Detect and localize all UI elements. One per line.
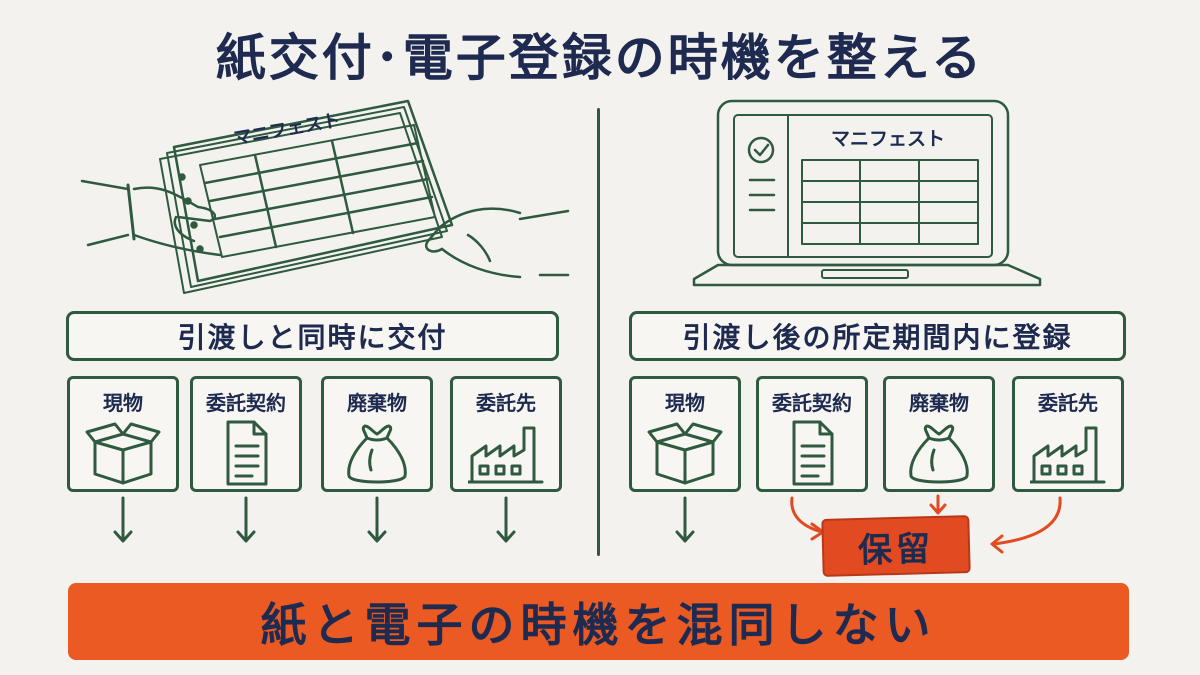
item-label: 委託先 bbox=[1038, 391, 1098, 415]
document-icon bbox=[226, 420, 268, 486]
left-item-contract: 委託契約 bbox=[190, 376, 302, 492]
down-arrow-icon bbox=[113, 496, 133, 543]
down-arrow-icon bbox=[496, 496, 516, 543]
page-title: 紙交付･電子登録の時機を整える bbox=[215, 29, 985, 87]
factory-icon bbox=[1030, 426, 1106, 484]
laptop-emanifest-illustration: マニフェスト bbox=[692, 99, 1042, 287]
right-item-contractor: 委託先 bbox=[1012, 376, 1124, 492]
item-label: 現物 bbox=[665, 391, 705, 415]
paper-manifest-label: マニフェスト bbox=[232, 110, 342, 149]
box-icon bbox=[85, 422, 161, 485]
left-item-goods: 現物 bbox=[67, 376, 179, 492]
box-icon bbox=[647, 422, 723, 485]
item-label: 委託先 bbox=[476, 391, 536, 415]
left-step-box: 引渡しと同時に交付 bbox=[66, 311, 559, 361]
item-label: 委託契約 bbox=[206, 391, 286, 415]
bottom-banner: 紙と電子の時機を混同しない bbox=[68, 583, 1129, 660]
down-arrow-icon bbox=[367, 496, 387, 543]
left-item-waste: 廃棄物 bbox=[321, 376, 433, 492]
item-label: 廃棄物 bbox=[347, 391, 407, 415]
paper-manifest-handover-illustration: マニフェスト bbox=[80, 99, 570, 294]
document-icon bbox=[792, 420, 834, 486]
center-divider bbox=[597, 108, 600, 556]
arrow-contract-to-hold bbox=[790, 496, 824, 534]
arrowhead bbox=[929, 503, 947, 515]
right-item-goods: 現物 bbox=[629, 376, 741, 492]
right-item-contract: 委託契約 bbox=[756, 376, 868, 492]
down-arrow-icon bbox=[675, 496, 695, 543]
item-label: 現物 bbox=[103, 391, 143, 415]
item-label: 廃棄物 bbox=[909, 391, 969, 415]
right-item-waste: 廃棄物 bbox=[883, 376, 995, 492]
factory-icon bbox=[468, 426, 544, 484]
arrow-contractor-to-hold bbox=[992, 496, 1062, 546]
left-item-contractor: 委託先 bbox=[450, 376, 562, 492]
down-arrow-icon bbox=[236, 496, 256, 543]
waste-bag-icon bbox=[347, 424, 407, 484]
right-step-box: 引渡し後の所定期間内に登録 bbox=[629, 311, 1126, 361]
hold-badge: 保留 bbox=[821, 515, 971, 577]
screen-manifest-label: マニフェスト bbox=[831, 128, 945, 150]
item-label: 委託契約 bbox=[772, 391, 852, 415]
arrowhead bbox=[990, 534, 1004, 554]
hold-arrows bbox=[790, 494, 1062, 554]
waste-bag-icon bbox=[909, 424, 969, 484]
